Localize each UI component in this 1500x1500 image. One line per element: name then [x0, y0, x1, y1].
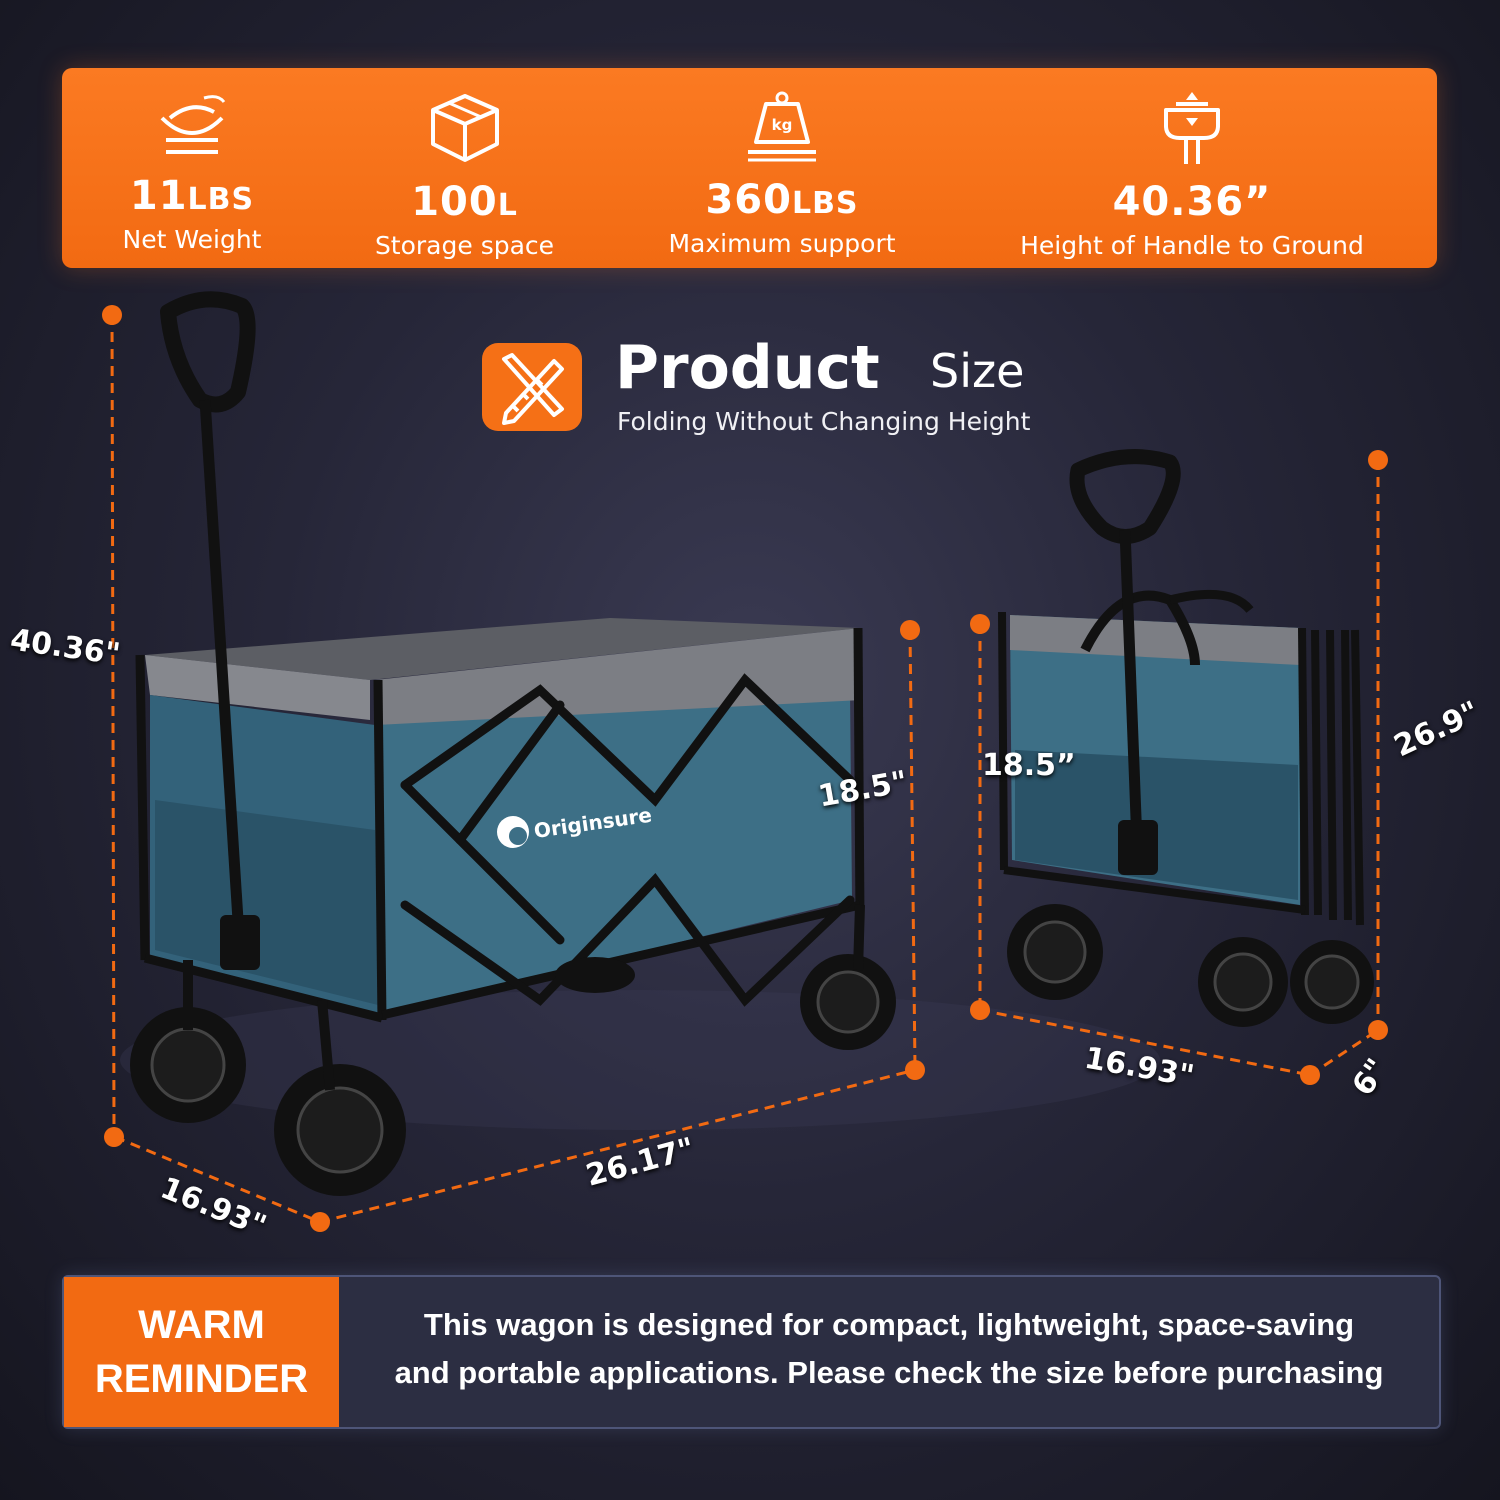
- folded-wagon-image: [998, 449, 1374, 1027]
- reminder-text-line: This wagon is designed for compact, ligh…: [423, 1307, 1355, 1342]
- feather-scale-icon: [160, 95, 226, 154]
- specs-bar: 11LBS Net Weight 100L Storage space kg 3…: [62, 68, 1437, 268]
- warm-reminder-tag: WARM REMINDER: [64, 1277, 339, 1427]
- open-wagon-image: Originsure: [130, 291, 896, 1196]
- wheel: [1007, 904, 1103, 1000]
- stat-label: Maximum support: [668, 229, 896, 258]
- dim-folded-side-height: 18.5”: [982, 748, 1076, 783]
- stat-value: 40.36”: [1112, 179, 1272, 225]
- page-title: Product: [615, 333, 880, 403]
- stat-handle-height: 40.36” Height of Handle to Ground: [992, 68, 1392, 268]
- handle-height-icon: [1164, 92, 1220, 164]
- dimension-lines: [110, 314, 1380, 1224]
- warm-reminder-text: This wagon is designed for compact, ligh…: [354, 1301, 1424, 1397]
- stat-net-weight: 11LBS Net Weight: [62, 68, 322, 268]
- wheel: [130, 1007, 246, 1123]
- wheel: [274, 1064, 406, 1196]
- kg-weight-icon: kg: [748, 91, 816, 162]
- reminder-text-line: and portable applications. Please check …: [394, 1355, 1384, 1390]
- page-subtitle: Folding Without Changing Height: [617, 407, 1031, 436]
- stat-value: 360LBS: [705, 177, 859, 223]
- wheel: [1198, 937, 1288, 1027]
- stat-label: Net Weight: [122, 225, 262, 254]
- page-title-size: Size: [930, 344, 1025, 398]
- stat-label: Storage space: [374, 231, 555, 260]
- stat-value: 11LBS: [129, 173, 255, 219]
- ruler-pencil-icon: [482, 343, 582, 431]
- stat-value: 100L: [411, 179, 518, 225]
- reminder-tag-line: WARM: [138, 1303, 265, 1347]
- svg-text:kg: kg: [772, 116, 793, 134]
- stat-storage: 100L Storage space: [357, 68, 572, 268]
- wheel: [1290, 940, 1374, 1024]
- stat-max-support: kg 360LBS Maximum support: [647, 68, 917, 268]
- reminder-tag-line: REMINDER: [94, 1357, 309, 1401]
- warm-reminder-box: WARM REMINDER This wagon is designed for…: [62, 1275, 1441, 1429]
- dimension-points: [102, 305, 1388, 1232]
- box-icon: [430, 94, 499, 162]
- stat-label: Height of Handle to Ground: [1020, 231, 1364, 260]
- wheel: [800, 954, 896, 1050]
- wheel: [555, 957, 635, 993]
